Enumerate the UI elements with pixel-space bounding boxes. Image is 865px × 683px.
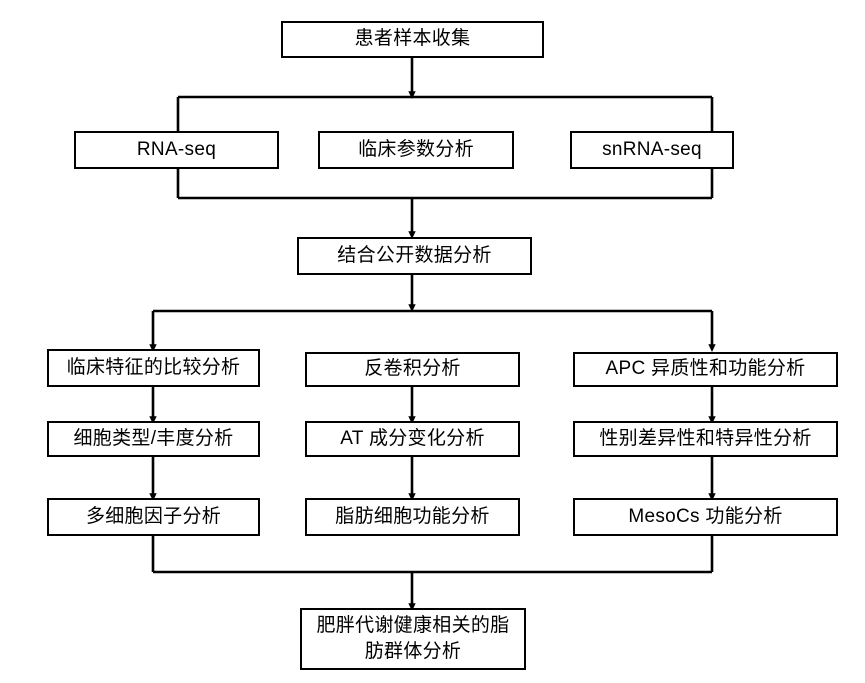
node-clinical-compare-label: 临床特征的比较分析 bbox=[66, 356, 241, 378]
node-cell-type-abundance-label: 细胞类型/丰度分析 bbox=[73, 427, 234, 449]
node-final-analysis-label-line2: 肪群体分析 bbox=[364, 641, 462, 662]
node-clinical-params-label: 临床参数分析 bbox=[358, 138, 474, 160]
node-sex-difference[interactable]: 性别差异性和特异性分析 bbox=[573, 421, 838, 457]
node-rna-seq-label: RNA-seq bbox=[136, 138, 217, 160]
node-at-composition[interactable]: AT 成分变化分析 bbox=[305, 421, 520, 457]
node-cell-type-abundance[interactable]: 细胞类型/丰度分析 bbox=[47, 421, 260, 457]
node-sex-difference-label: 性别差异性和特异性分析 bbox=[599, 427, 812, 449]
node-sample-collection-label: 患者样本收集 bbox=[354, 28, 471, 50]
node-final-analysis[interactable]: 肥胖代谢健康相关的脂 肪群体分析 bbox=[300, 608, 526, 670]
node-sample-collection[interactable]: 患者样本收集 bbox=[281, 21, 544, 58]
node-rna-seq[interactable]: RNA-seq bbox=[74, 131, 279, 169]
node-deconvolution[interactable]: 反卷积分析 bbox=[305, 352, 520, 387]
node-clinical-compare[interactable]: 临床特征的比较分析 bbox=[47, 349, 260, 387]
node-apc-heterogeneity[interactable]: APC 异质性和功能分析 bbox=[573, 352, 838, 387]
node-apc-heterogeneity-label: APC 异质性和功能分析 bbox=[605, 358, 806, 380]
node-snrna-seq[interactable]: snRNA-seq bbox=[570, 131, 734, 169]
node-multicellular-factor-label: 多细胞因子分析 bbox=[85, 505, 222, 527]
node-mesocs-function-label: MesoCs 功能分析 bbox=[628, 505, 783, 527]
node-public-data-label: 结合公开数据分析 bbox=[337, 244, 492, 266]
node-snrna-seq-label: snRNA-seq bbox=[602, 138, 702, 160]
node-mesocs-function[interactable]: MesoCs 功能分析 bbox=[573, 498, 838, 536]
node-multicellular-factor[interactable]: 多细胞因子分析 bbox=[47, 498, 260, 536]
node-deconvolution-label: 反卷积分析 bbox=[364, 358, 461, 380]
node-final-analysis-label-line1: 肥胖代谢健康相关的脂 bbox=[316, 615, 510, 637]
node-adipocyte-function[interactable]: 脂肪细胞功能分析 bbox=[305, 498, 520, 536]
node-public-data[interactable]: 结合公开数据分析 bbox=[297, 237, 532, 275]
node-clinical-params[interactable]: 临床参数分析 bbox=[318, 131, 514, 169]
node-at-composition-label: AT 成分变化分析 bbox=[340, 427, 485, 449]
node-adipocyte-function-label: 脂肪细胞功能分析 bbox=[335, 505, 490, 527]
